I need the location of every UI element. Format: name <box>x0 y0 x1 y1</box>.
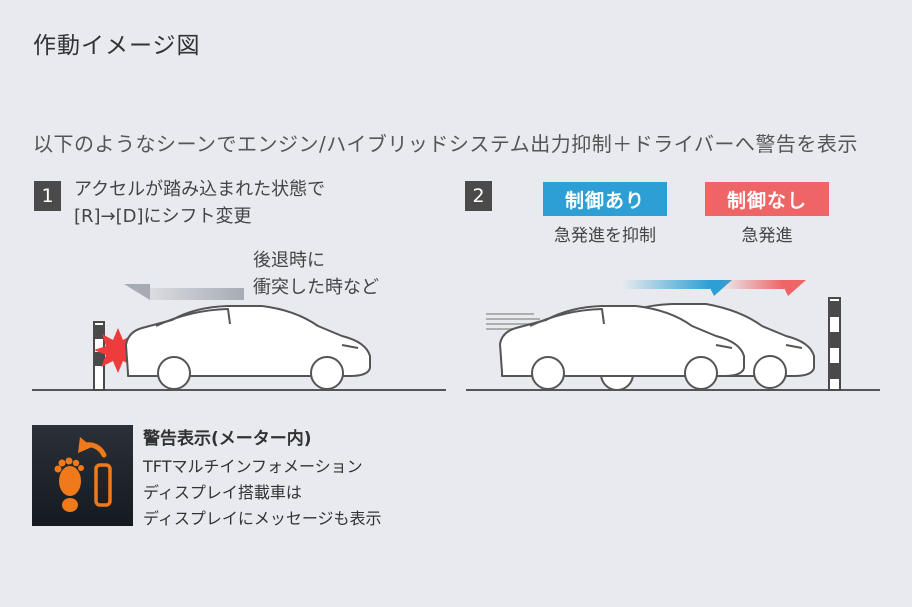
without-control-label: 制御なし <box>705 182 829 216</box>
scene1-description: アクセルが踏み込まれた状態で [R]→[D]にシフト変更 <box>74 176 325 230</box>
scene1-line-2: [R]→[D]にシフト変更 <box>74 206 252 227</box>
scene1-note: 後退時に 衝突した時など <box>253 247 379 301</box>
warning-description: TFTマルチインフォメーション ディスプレイ搭載車は ディスプレイにメッセージも… <box>143 454 382 532</box>
warning-title: 警告表示(メーター内) <box>143 429 312 449</box>
warning-line-2: ディスプレイ搭載車は <box>143 483 302 502</box>
scene1-note-line-1: 後退時に <box>253 250 325 271</box>
without-control-arrow-icon <box>722 280 806 296</box>
pedal-warning-icon <box>54 437 112 512</box>
scene2-pole <box>828 297 841 391</box>
reverse-arrow-icon <box>124 284 244 300</box>
scene1-number-badge: 1 <box>34 181 61 211</box>
warning-line-1: TFTマルチインフォメーション <box>143 457 363 476</box>
warning-indicator-panel <box>32 425 133 526</box>
warning-line-3: ディスプレイにメッセージも表示 <box>143 509 382 528</box>
page-subtitle: 以下のようなシーンでエンジン/ハイブリッドシステム出力抑制＋ドライバーへ警告を表… <box>33 132 858 156</box>
without-control-sub: 急発進 <box>741 226 793 246</box>
scene1-car <box>125 305 371 390</box>
with-control-arrow-icon <box>622 280 732 296</box>
page-title: 作動イメージ図 <box>33 33 201 59</box>
scene2-number-badge: 2 <box>465 181 492 211</box>
scene1-pole <box>93 321 105 391</box>
with-control-sub: 急発進を抑制 <box>554 226 656 246</box>
with-control-label: 制御あり <box>543 182 667 216</box>
scene1-line-1: アクセルが踏み込まれた状態で <box>74 179 326 200</box>
scene2-car-with-control <box>499 305 745 390</box>
scene1-note-line-2: 衝突した時など <box>253 277 379 298</box>
